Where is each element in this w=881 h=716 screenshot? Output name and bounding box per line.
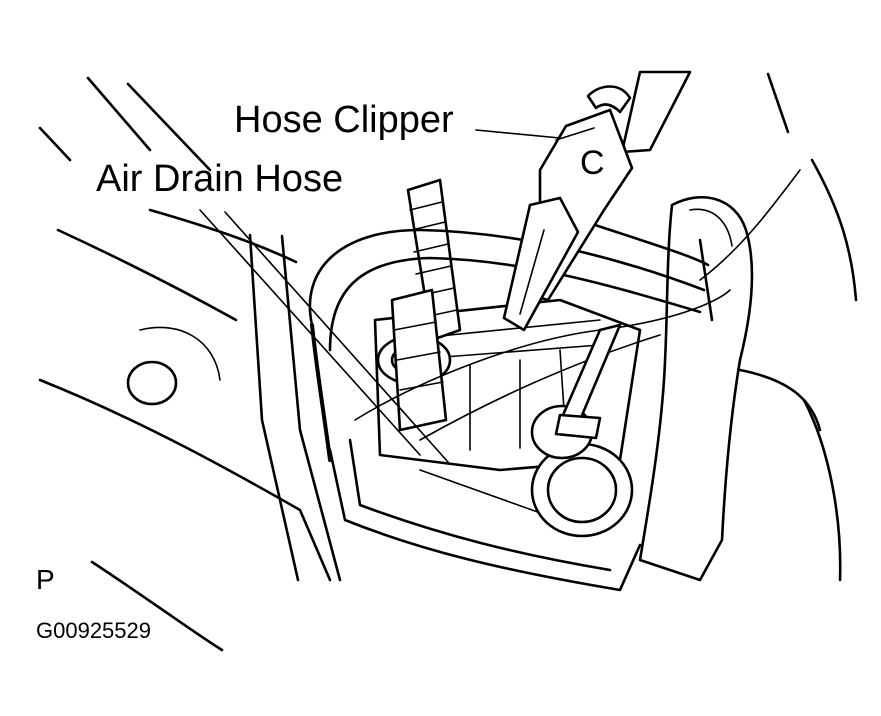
curved-main-hose	[308, 220, 714, 462]
clipper-letter: C	[580, 144, 605, 182]
hose-band-clip	[554, 323, 622, 440]
body-panel-lines	[38, 72, 858, 652]
hose-clipper-label: Hose Clipper	[234, 99, 454, 141]
view-marker-label: P	[36, 564, 55, 595]
clamp-wire	[354, 169, 801, 441]
right-tank	[638, 196, 822, 582]
panel-hole	[126, 360, 178, 406]
hose-clipper-tool	[502, 70, 692, 332]
figure-code-label: G00925529	[36, 618, 151, 643]
air-drain-hose	[390, 178, 462, 432]
leader-lines	[199, 129, 561, 463]
air-drain-hose-label: Air Drain Hose	[96, 158, 344, 200]
